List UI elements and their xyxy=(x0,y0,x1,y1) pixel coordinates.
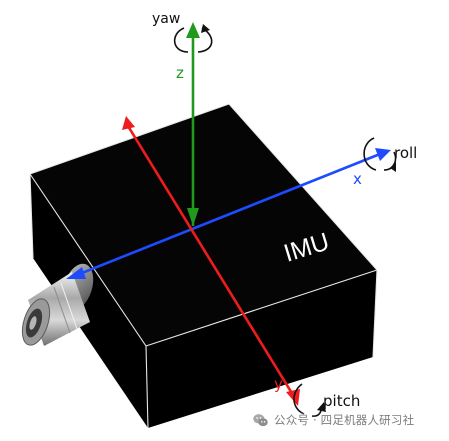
watermark: 公众号 · 四足机器人研习社 xyxy=(252,409,414,431)
yaw-rotation-icon xyxy=(173,24,213,53)
box-edges xyxy=(29,103,378,429)
x-label: x xyxy=(353,170,362,188)
connector xyxy=(21,263,94,346)
y-label: y xyxy=(274,375,283,393)
yaw-label: yaw xyxy=(152,11,180,27)
box-front-face xyxy=(30,174,148,428)
z-axis xyxy=(186,22,200,226)
x-axis xyxy=(66,148,391,279)
roll-label: roll xyxy=(394,144,417,162)
pitch-rotation-icon xyxy=(293,383,326,417)
box-side-face xyxy=(146,270,377,428)
pitch-label: pitch xyxy=(323,392,360,410)
z-label: z xyxy=(176,64,184,82)
y-axis xyxy=(122,116,300,406)
roll-rotation-icon xyxy=(363,137,397,172)
watermark-text: 公众号 · 四足机器人研习社 xyxy=(274,413,415,427)
wechat-icon xyxy=(253,413,268,426)
